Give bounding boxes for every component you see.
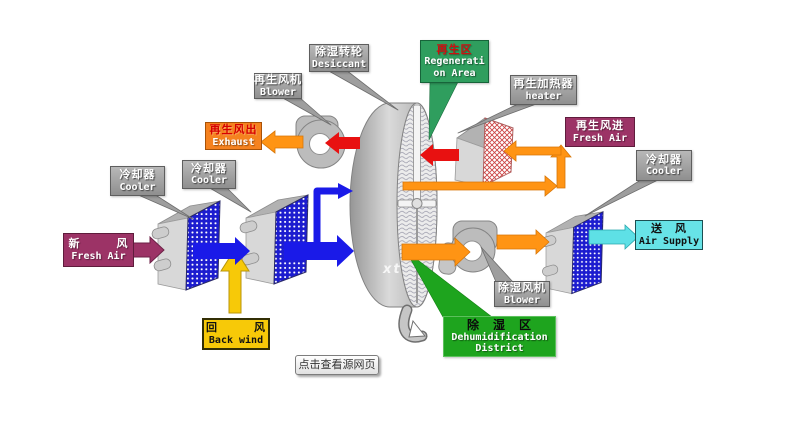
regen-exhaust-label-en: Exhaust — [212, 136, 255, 148]
cooler1-callout-tail — [135, 193, 194, 220]
regen-exhaust-arrow — [260, 130, 304, 154]
cooler-left1-label-en: Cooler — [119, 181, 156, 193]
cooler-right-label-zh: 冷却器 — [646, 152, 682, 166]
regen-inlet-arrow-horizontal — [402, 175, 558, 197]
dehumid-area-label-zh: 除 湿 区 — [466, 317, 532, 332]
desiccant-label: 除湿转轮 Desiccant — [309, 44, 369, 72]
regen-inlet-label: 再生风进 Fresh Air — [565, 117, 635, 147]
regen-blower-label-zh: 再生风机 — [254, 73, 302, 87]
regen-exhaust-label-zh: 再生风出 — [209, 123, 258, 137]
dehumid-area-label-en1: Dehumidification — [451, 332, 548, 344]
regen-heater-label: 再生加热器 heater — [510, 75, 577, 105]
heater-to-wheel-arrow — [420, 144, 459, 166]
cooler-left1-label-zh: 冷却器 — [119, 168, 156, 182]
regen-inlet-to-heater-arrow — [503, 140, 562, 162]
regen-inlet-path — [402, 140, 572, 197]
back-wind-label-zh: 回 风 — [206, 321, 266, 335]
regen-blower-label: 再生风机 Blower — [254, 73, 302, 99]
desiccant-label-en: Desiccant — [311, 58, 367, 70]
process-air-bypass-arrowhead — [338, 183, 353, 199]
dehumid-blower-label-en: Blower — [503, 294, 541, 306]
dehumid-area-label: 除 湿 区 Dehumidification District — [443, 316, 556, 357]
cooler-left2-label-zh: 冷却器 — [191, 161, 227, 175]
regen-heater-label-en: heater — [525, 90, 562, 102]
cooler-left1-label: 冷却器 Cooler — [110, 166, 165, 196]
blower-to-cooler-arrow — [496, 229, 550, 255]
cooler-right-callout-tail — [584, 178, 661, 217]
regen-area-label-en1: Regenerati — [424, 56, 485, 68]
desiccant-label-zh: 除湿转轮 — [315, 45, 363, 59]
regen-inlet-label-zh: 再生风进 — [576, 119, 624, 133]
dehumid-blower-label-zh: 除湿风机 — [498, 281, 546, 295]
cooler-right-label-en: Cooler — [645, 166, 683, 178]
back-wind-label: 回 风 Back wind — [202, 318, 270, 350]
regen-area-label: 再生区 Regenerati on Area — [420, 40, 489, 83]
supply-air-path — [401, 229, 550, 267]
regen-area-label-en2: on Area — [433, 67, 476, 79]
process-air-arrows — [193, 183, 354, 267]
fresh-air-label-en: Fresh Air — [71, 250, 126, 262]
regen-heater-label-zh: 再生加热器 — [513, 77, 574, 91]
return-air-arrow — [220, 248, 250, 314]
wheel-to-dehumid-blower-arrow — [401, 237, 471, 267]
air-supply-label-en: Air Supply — [638, 235, 700, 247]
regeneration-heater-unit — [454, 117, 514, 187]
dehumid-blower-label: 除湿风机 Blower — [494, 281, 550, 307]
fresh-air-label: 新 风 Fresh Air — [63, 233, 134, 267]
regen-blower-label-en: Blower — [259, 86, 297, 98]
desiccant-callout-tail — [326, 69, 399, 111]
wheel-to-regen-blower-arrow — [325, 132, 360, 154]
regeneration-blower-unit — [295, 115, 346, 169]
air-supply-label-zh: 送 风 — [651, 222, 687, 236]
back-wind-label-en: Back wind — [208, 334, 264, 346]
cooler-left2-label-en: Cooler — [190, 175, 228, 187]
regen-area-label-zh: 再生区 — [436, 43, 473, 57]
cooler-left2-label: 冷却器 Cooler — [182, 160, 236, 189]
regen-exhaust-label: 再生风出 Exhaust — [205, 122, 262, 150]
dehumid-area-label-en2: District — [475, 343, 524, 355]
regen-area-callout-tail — [428, 79, 460, 141]
regen-inlet-label-en: Fresh Air — [572, 132, 628, 144]
process-air-arrow-1 — [193, 237, 250, 265]
supply-air-outlet-arrow — [588, 224, 639, 250]
fresh-air-label-zh: 新 风 — [68, 237, 129, 251]
process-air-arrow-2 — [284, 235, 354, 267]
cooler-right-label: 冷却器 Cooler — [636, 150, 692, 181]
wheel-hub — [411, 198, 423, 209]
regen-hot-air-arrows — [325, 132, 459, 166]
process-air-bypass-path — [313, 187, 340, 249]
air-supply-label: 送 风 Air Supply — [635, 220, 703, 250]
view-source-button[interactable]: 点击查看源网页 — [295, 355, 379, 375]
regen-inlet-arrow-riser — [550, 144, 572, 189]
wheel-rotation-arrow — [398, 304, 428, 343]
